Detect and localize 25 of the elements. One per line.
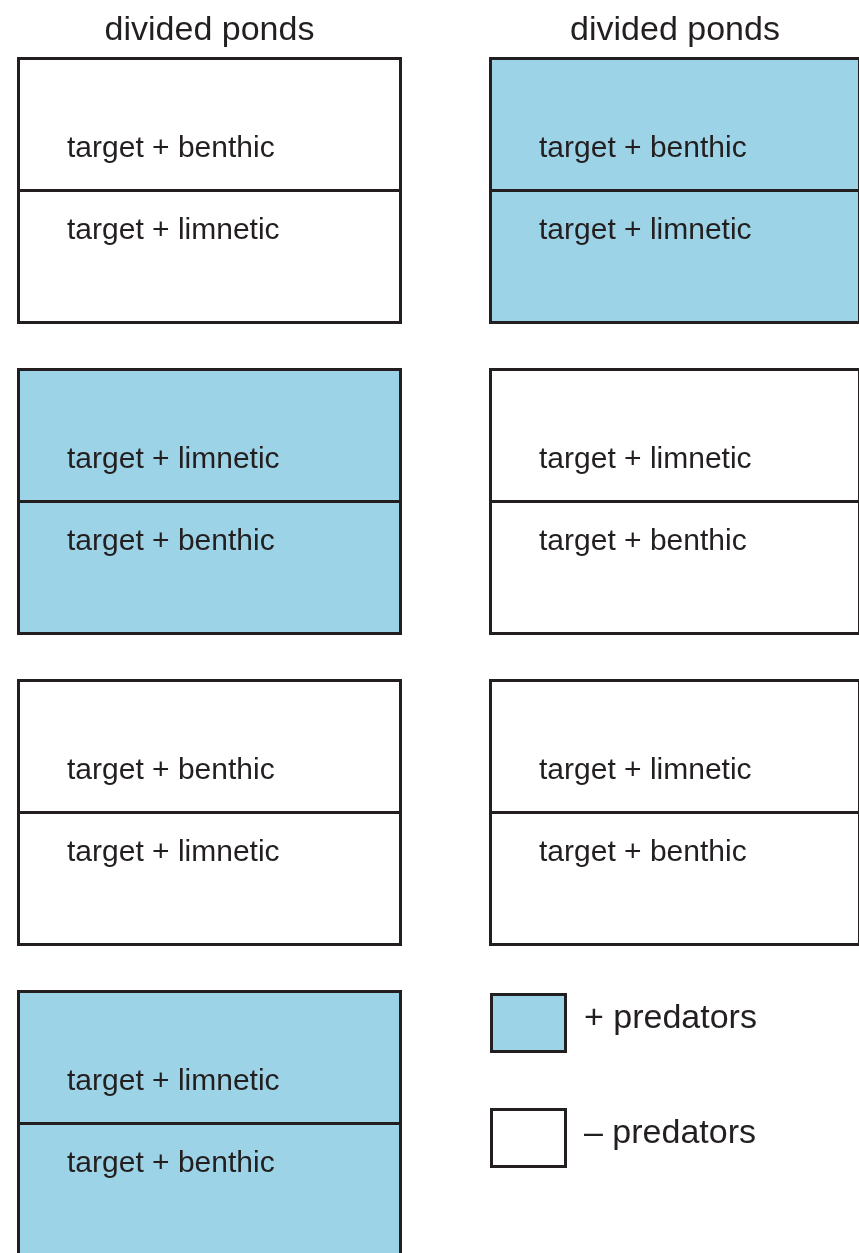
compartment-label: target + benthic	[539, 834, 747, 868]
legend-label: – predators	[584, 1111, 756, 1151]
pond-box	[17, 990, 402, 1253]
compartment-label: target + benthic	[539, 130, 747, 164]
compartment-label: target + limnetic	[67, 834, 280, 868]
compartment-label: target + limnetic	[539, 441, 752, 475]
legend-label: + predators	[584, 996, 757, 1036]
pond-box	[489, 679, 859, 946]
column-heading: divided ponds	[569, 8, 781, 48]
pond-box	[489, 368, 859, 635]
pond-box	[17, 368, 402, 635]
compartment-label: target + benthic	[67, 130, 275, 164]
compartment-label: target + limnetic	[539, 212, 752, 246]
compartment-label: target + limnetic	[67, 212, 280, 246]
pond-box	[17, 57, 402, 324]
compartment-label: target + benthic	[67, 523, 275, 557]
compartment-label: target + benthic	[67, 752, 275, 786]
pond-box	[17, 679, 402, 946]
compartment-label: target + limnetic	[67, 441, 280, 475]
compartment-label: target + limnetic	[67, 1063, 280, 1097]
compartment-label: target + benthic	[539, 523, 747, 557]
compartment-label: target + benthic	[67, 1145, 275, 1179]
pond-box	[489, 57, 859, 324]
column-heading: divided ponds	[103, 8, 316, 48]
compartment-label: target + limnetic	[539, 752, 752, 786]
